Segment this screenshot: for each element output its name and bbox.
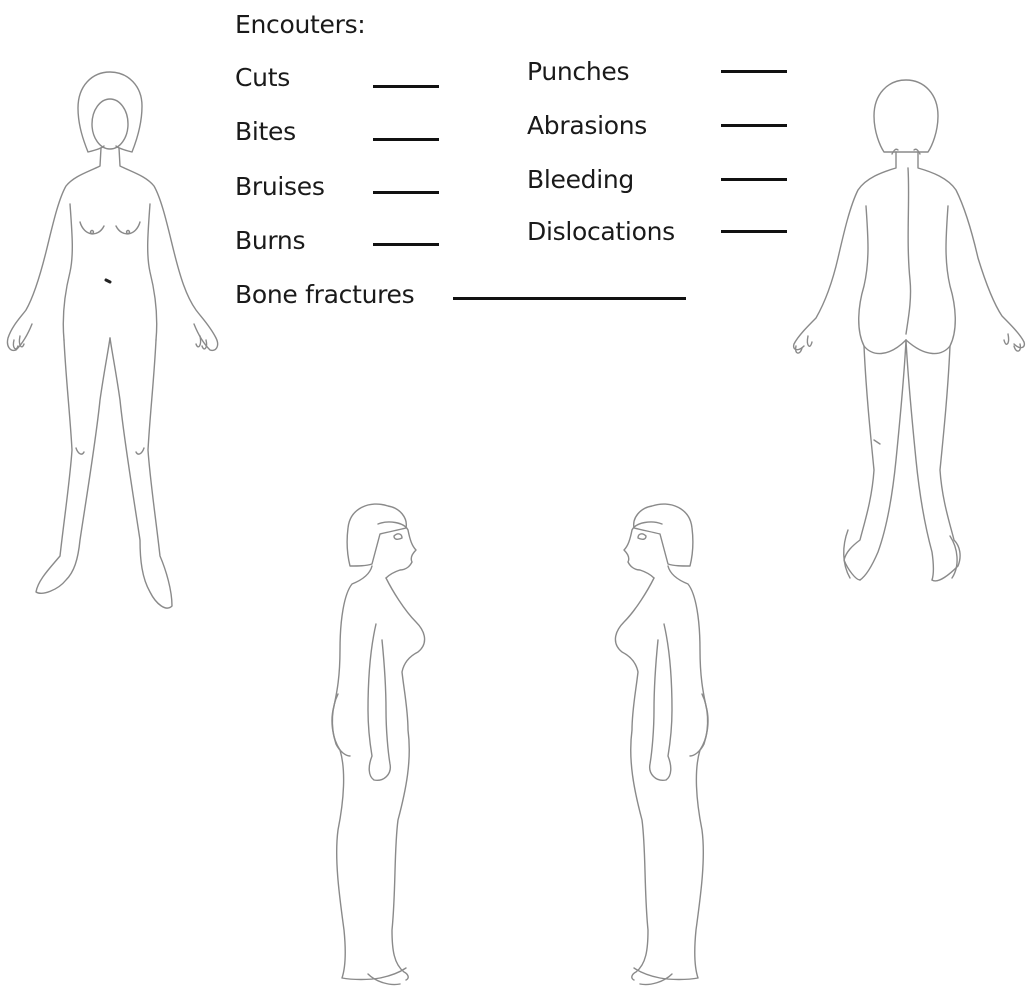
- body-front-figure[interactable]: [7, 72, 217, 608]
- body-side-right-figure[interactable]: [332, 504, 425, 984]
- body-side-left-figure[interactable]: [615, 504, 708, 984]
- body-back-figure[interactable]: [794, 80, 1025, 581]
